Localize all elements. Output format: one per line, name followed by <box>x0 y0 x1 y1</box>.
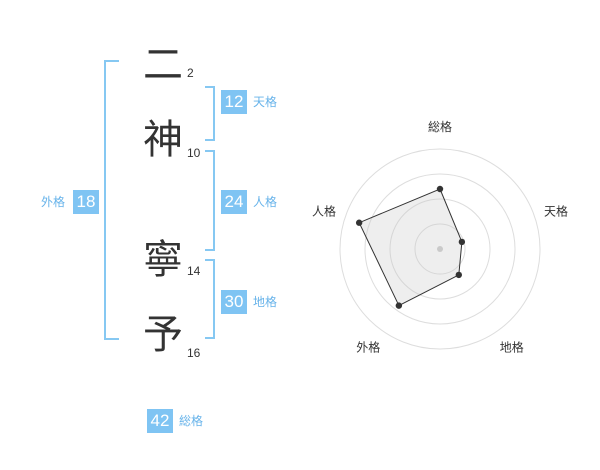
tenkaku-label: 天格 <box>253 95 278 109</box>
stroke-count-2: 10 <box>187 146 201 160</box>
radar-axis-label-1: 総格 <box>428 119 452 134</box>
radar-axis-label-4: 外格 <box>356 340 380 355</box>
name-char-3: 寧 <box>143 237 183 283</box>
gaikaku-label: 外格 <box>41 195 66 209</box>
radar-point-4 <box>395 302 403 309</box>
radar-point-5 <box>355 219 363 226</box>
soukaku-label: 総格 <box>179 414 204 428</box>
chikaku-bracket <box>205 259 215 339</box>
chikaku-value-badge: 30 <box>221 290 247 314</box>
jinkaku-label: 人格 <box>253 195 278 209</box>
name-char-2: 神 <box>143 117 183 163</box>
gaikaku-bracket <box>104 60 119 340</box>
name-char-4: 予 <box>143 312 183 358</box>
name-char-1: 二 <box>143 42 183 88</box>
radar-axis-label-5: 人格 <box>312 203 336 218</box>
radar-point-1 <box>436 185 444 193</box>
chikaku-label: 地格 <box>253 295 278 309</box>
stroke-count-4: 16 <box>187 346 201 360</box>
tenkaku-bracket <box>205 86 215 141</box>
radar-point-3 <box>455 271 463 279</box>
stroke-count-1: 2 <box>187 66 194 80</box>
radar-grid-ring-2 <box>389 198 491 300</box>
soukaku-value-badge: 42 <box>147 409 173 433</box>
radar-axis-label-2: 天格 <box>544 203 568 218</box>
radar-axis-label-3: 地格 <box>500 340 524 355</box>
radar-grid-ring-1 <box>414 223 466 275</box>
radar-center-dot <box>437 246 443 252</box>
radar-data-area <box>358 188 463 307</box>
tenkaku-value-badge: 12 <box>221 90 247 114</box>
radar-grid-ring-4 <box>339 148 541 350</box>
radar-grid-ring-3 <box>364 173 516 325</box>
stroke-count-3: 14 <box>187 264 201 278</box>
jinkaku-value-badge: 24 <box>221 190 247 214</box>
jinkaku-bracket <box>205 150 215 251</box>
gaikaku-value-badge: 18 <box>73 190 99 214</box>
radar-point-2 <box>458 238 466 246</box>
